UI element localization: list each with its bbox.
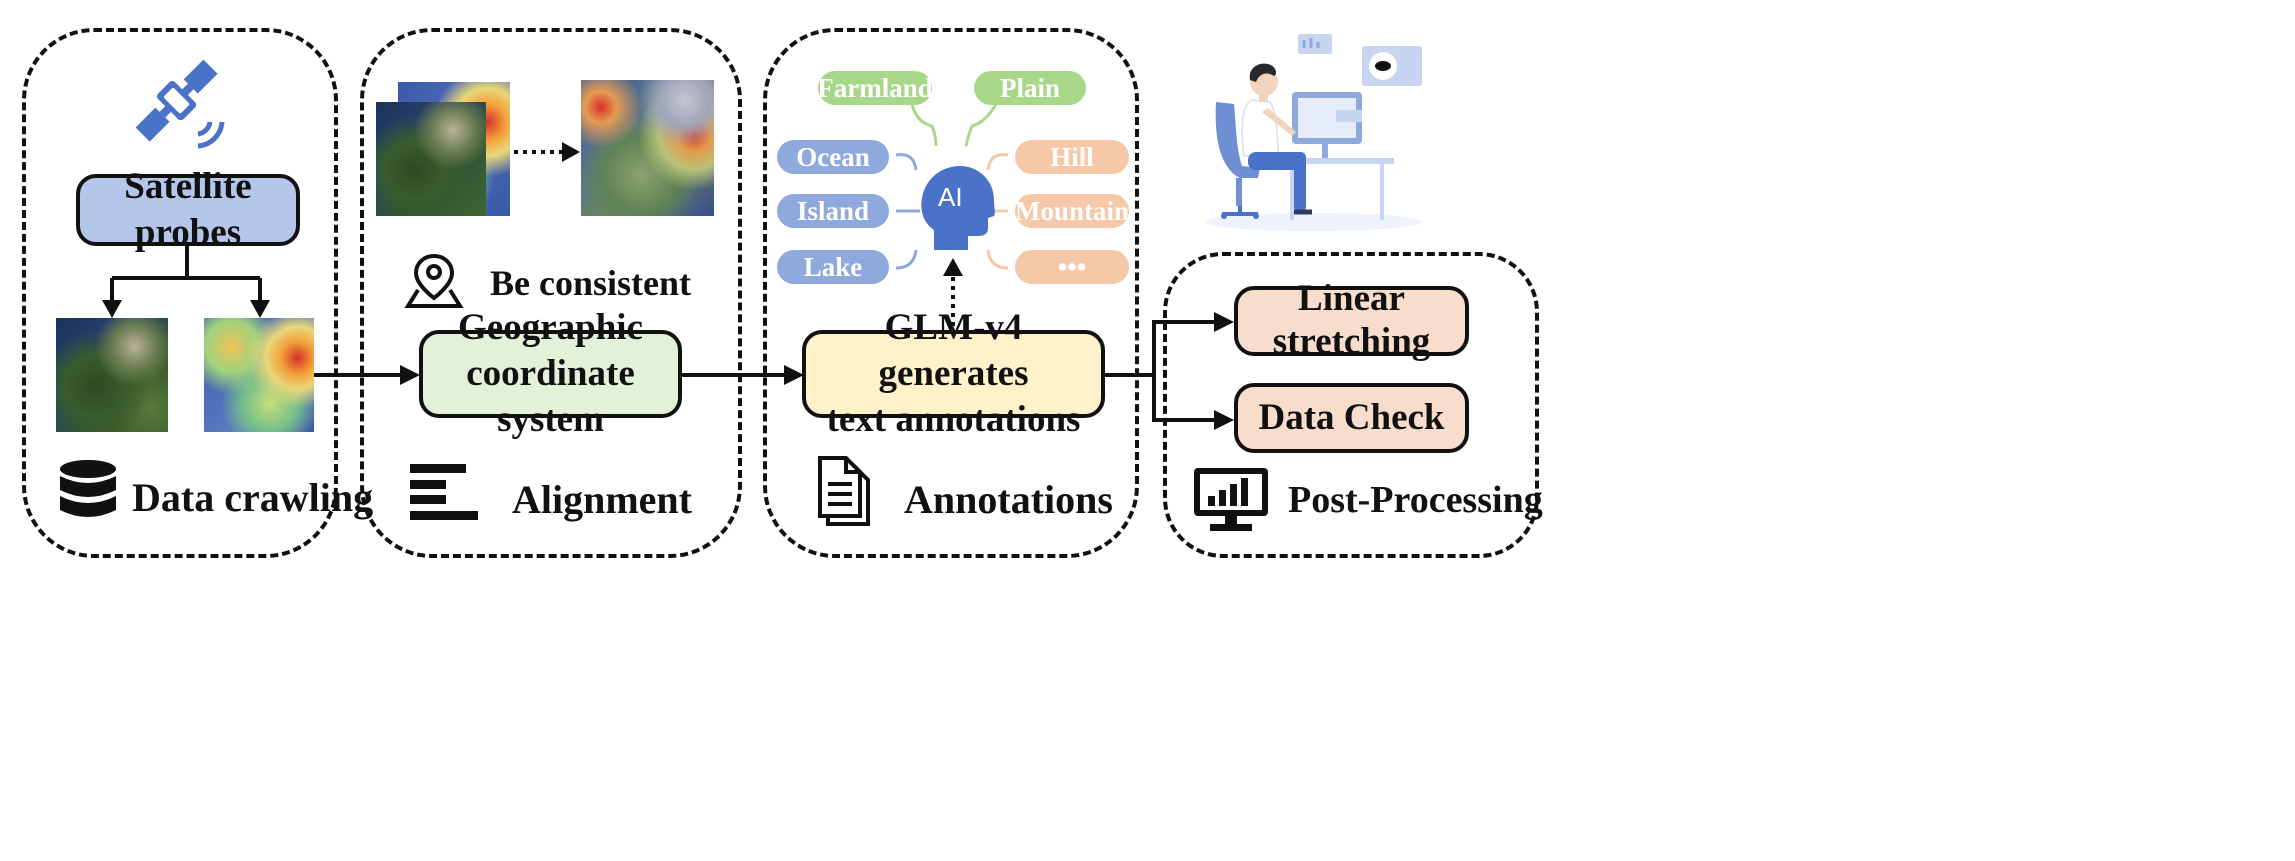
tag-ocean: Ocean	[777, 140, 889, 174]
map-pin-icon	[404, 252, 464, 310]
tag-lake: Lake	[777, 250, 889, 284]
data-check-box: Data Check	[1234, 383, 1469, 453]
dotted-arrow-fusion	[514, 142, 580, 162]
tag-farmland: Farmland	[817, 71, 933, 105]
stacked-satellite-image	[376, 102, 486, 216]
be-consistent-label: Be consistent	[490, 263, 691, 303]
ai-head-label: AI	[938, 182, 963, 212]
glm-annotation-box: GLM-v4 generates text annotations	[802, 307, 1105, 440]
geo-box-line2: coordinate system	[466, 352, 635, 441]
satellite-icon	[128, 52, 228, 152]
post-processing-label: Post-Processing	[1288, 479, 1543, 521]
tag-island: Island	[777, 194, 889, 228]
alignment-label: Alignment	[512, 477, 692, 522]
database-icon	[58, 460, 118, 526]
split-arrows	[102, 246, 270, 318]
tag-plain: Plain	[974, 71, 1086, 105]
linear-stretching-box: Linear stretching	[1234, 278, 1469, 362]
data-crawling-panel	[22, 28, 338, 558]
dotted-arrow-up	[943, 258, 963, 326]
tag-more: •••	[1015, 250, 1129, 284]
data-check-label: Data Check	[1258, 396, 1445, 438]
post-processing-panel	[1163, 252, 1539, 558]
ai-head-icon: AI	[916, 164, 996, 254]
fused-image	[581, 80, 714, 216]
tag-hill: Hill	[1015, 140, 1129, 174]
elevation-image-thumbnail	[204, 318, 314, 432]
annotations-label: Annotations	[904, 477, 1113, 522]
geographic-coordinate-box: Geographic coordinate system	[419, 307, 682, 440]
linear-box-line2: stretching	[1272, 321, 1431, 362]
geo-box-line1: Geographic	[458, 306, 643, 348]
align-left-icon	[410, 464, 478, 520]
data-crawling-label: Data crawling	[132, 475, 374, 520]
person-at-desk-illustration	[1196, 28, 1432, 232]
annotations-panel	[763, 28, 1139, 558]
tag-mountain: Mountain	[1015, 194, 1129, 228]
document-icon	[816, 456, 880, 528]
glm-box-line2: text annotations	[826, 399, 1081, 441]
alignment-panel	[360, 28, 742, 558]
glm-box-line1: GLM-v4 generates	[878, 306, 1029, 394]
monitor-chart-icon	[1192, 466, 1270, 532]
ai-connectors	[895, 103, 1009, 270]
satellite-image-thumbnail	[56, 318, 168, 432]
linear-box-line1: Linear	[1298, 278, 1405, 320]
